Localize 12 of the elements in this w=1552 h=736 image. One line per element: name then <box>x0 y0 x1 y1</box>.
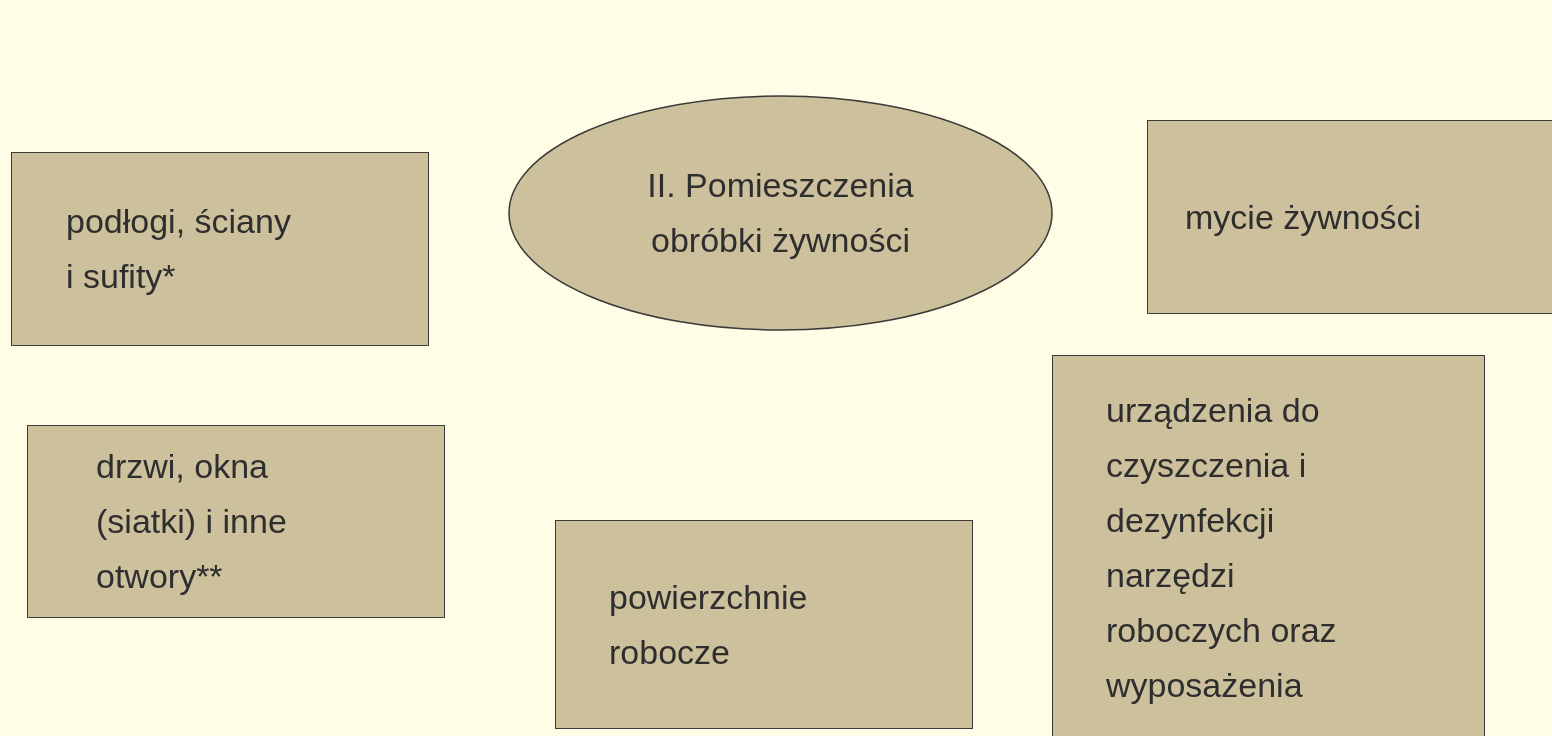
heading-text: II. Pomieszczenia obróbki żywności <box>646 165 915 261</box>
topic-box <box>27 425 445 618</box>
topic-text: urządzenia do czyszczenia i dezynfekcji narzędzi roboczych oraz wyposażenia <box>1106 389 1338 706</box>
topic-text: mycie żywności <box>1185 196 1423 238</box>
topic-box <box>1052 355 1485 736</box>
topic-box <box>11 152 429 346</box>
topic-box <box>555 520 973 729</box>
heading-ellipse <box>508 95 1053 331</box>
topic-text: powierzchnie robocze <box>609 576 809 673</box>
topic-text: drzwi, okna (siatki) i inne otwory** <box>96 446 288 597</box>
topic-box <box>1147 120 1552 314</box>
topic-text: podłogi, ściany i sufity* <box>66 201 291 297</box>
